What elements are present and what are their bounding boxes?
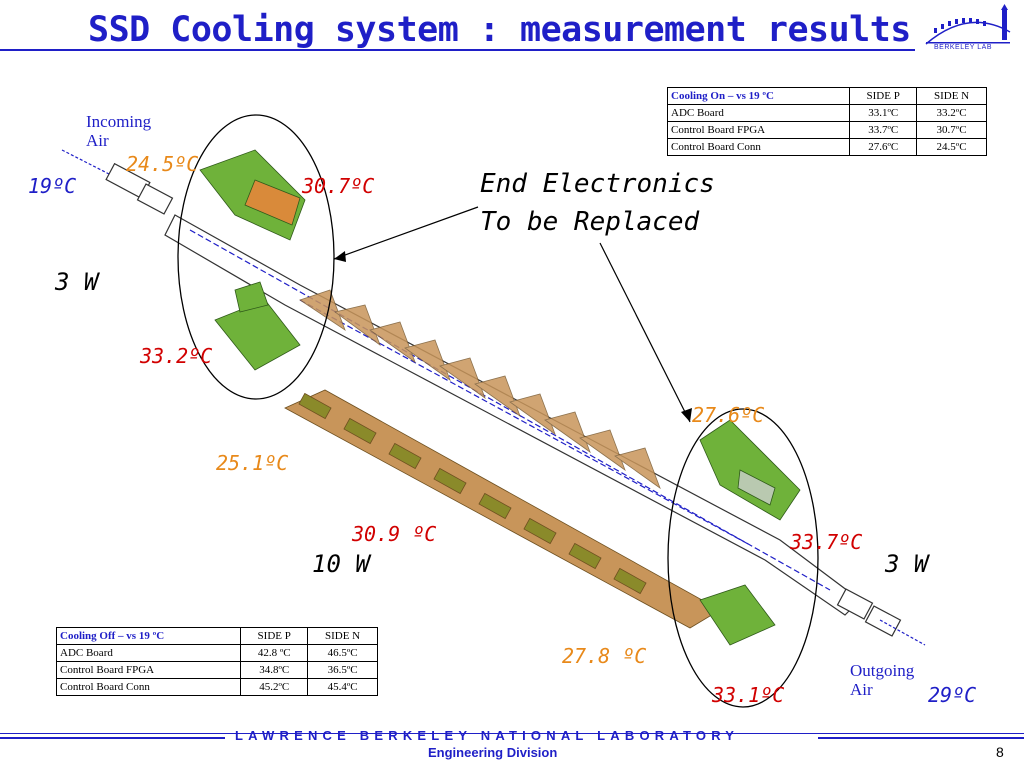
outgoing-air-label: Outgoing Air [850,661,914,699]
outlet-temperature: 29ºC [928,683,977,707]
power-label-right: 3 W [885,550,929,578]
table-cell: 45.2ºC [240,678,309,696]
table-header: Cooling On – vs 19 ºC [666,87,851,105]
table-row: Control Board Conn 27.6ºC 24.5ºC [666,138,987,156]
table-row: ADC Board 33.1ºC 33.2ºC [666,104,987,122]
temp-label: 30.9 ºC [352,522,437,546]
table-cell: 24.5ºC [916,138,987,156]
table-cell: 27.6ºC [849,138,918,156]
table-cell: 34.8ºC [240,661,309,679]
table-header: SIDE P [849,87,918,105]
right-end-electronics [699,419,801,646]
logo-text: BERKELEY LAB [934,44,993,51]
table-header: Cooling Off – vs 19 ºC [55,627,242,645]
right-electronics-highlight [667,408,819,708]
cooling-on-table: Cooling On – vs 19 ºC SIDE P SIDE N ADC … [666,87,987,156]
table-cell: 33.2ºC [916,104,987,122]
outlet-connector [836,588,902,637]
incoming-air-label: Incoming Air [86,112,151,150]
left-end-electronics [199,149,306,371]
power-label-middle: 10 W [312,550,370,578]
upper-ladder-panels [299,289,661,490]
table-header: SIDE N [307,627,378,645]
table-cell: Control Board Conn [666,138,851,156]
table-row: Control Board FPGA 33.7ºC 30.7ºC [666,121,987,139]
table-row: ADC Board 42.8 ºC 46.5ºC [55,644,378,662]
berkeley-lab-logo [925,4,1011,45]
table-cell: Control Board Conn [55,678,242,696]
table-cell: 33.1ºC [849,104,918,122]
incoming-air-line: Incoming [86,112,152,131]
slide-title: SSD Cooling system : measurement results [88,10,911,50]
temp-label: 24.5ºC [126,152,199,176]
table-cell: 46.5ºC [307,644,378,662]
table-header: SIDE N [916,87,987,105]
inlet-connector [105,162,174,215]
footer-rule-left [0,737,225,739]
temp-label: 30.7ºC [302,174,375,198]
table-cell: 45.4ºC [307,678,378,696]
temp-label: 25.1ºC [216,451,289,475]
callout-arrow-right [599,242,691,423]
left-electronics-highlight [177,114,335,400]
temp-label: 27.6ºC [692,403,765,427]
callout-line: End Electronics [480,169,715,199]
lower-ladder [284,389,721,629]
table-cell: 42.8 ºC [240,644,309,662]
temp-label: 27.8 ºC [562,644,647,668]
footer-rule-right [818,737,1024,739]
table-header-row: Cooling On – vs 19 ºC SIDE P SIDE N [666,87,987,105]
table-cell: ADC Board [55,644,242,662]
outgoing-flow-line [879,619,926,646]
table-cell: ADC Board [666,104,851,122]
table-cell: Control Board FPGA [55,661,242,679]
outgoing-air-line: Outgoing [850,661,915,680]
page-number: 8 [996,744,1004,760]
table-row: Control Board Conn 45.2ºC 45.4ºC [55,678,378,696]
cooling-off-table: Cooling Off – vs 19 ºC SIDE P SIDE N ADC… [55,627,378,696]
temp-label: 33.1ºC [712,683,785,707]
callout-arrow-left [333,206,479,260]
table-cell: 30.7ºC [916,121,987,139]
incoming-air-line: Air [86,131,109,150]
table-cell: 33.7ºC [849,121,918,139]
table-row: Control Board FPGA 34.8ºC 36.5ºC [55,661,378,679]
callout-line: To be Replaced [480,207,700,237]
division-name: Engineering Division [428,745,558,760]
lab-name: LAWRENCE BERKELEY NATIONAL LABORATORY [235,728,740,743]
power-label-left: 3 W [55,268,99,296]
title-underline [0,49,915,51]
temp-label: 33.7ºC [790,530,863,554]
table-cell: 36.5ºC [307,661,378,679]
inlet-temperature: 19ºC [28,174,77,198]
footer-rule [0,733,1024,734]
outgoing-air-line: Air [850,680,873,699]
table-cell: Control Board FPGA [666,121,851,139]
temp-label: 33.2ºC [140,344,213,368]
end-electronics-callout: End Electronics To be Replaced [480,165,715,241]
table-header-row: Cooling Off – vs 19 ºC SIDE P SIDE N [55,627,378,645]
table-header: SIDE P [240,627,309,645]
